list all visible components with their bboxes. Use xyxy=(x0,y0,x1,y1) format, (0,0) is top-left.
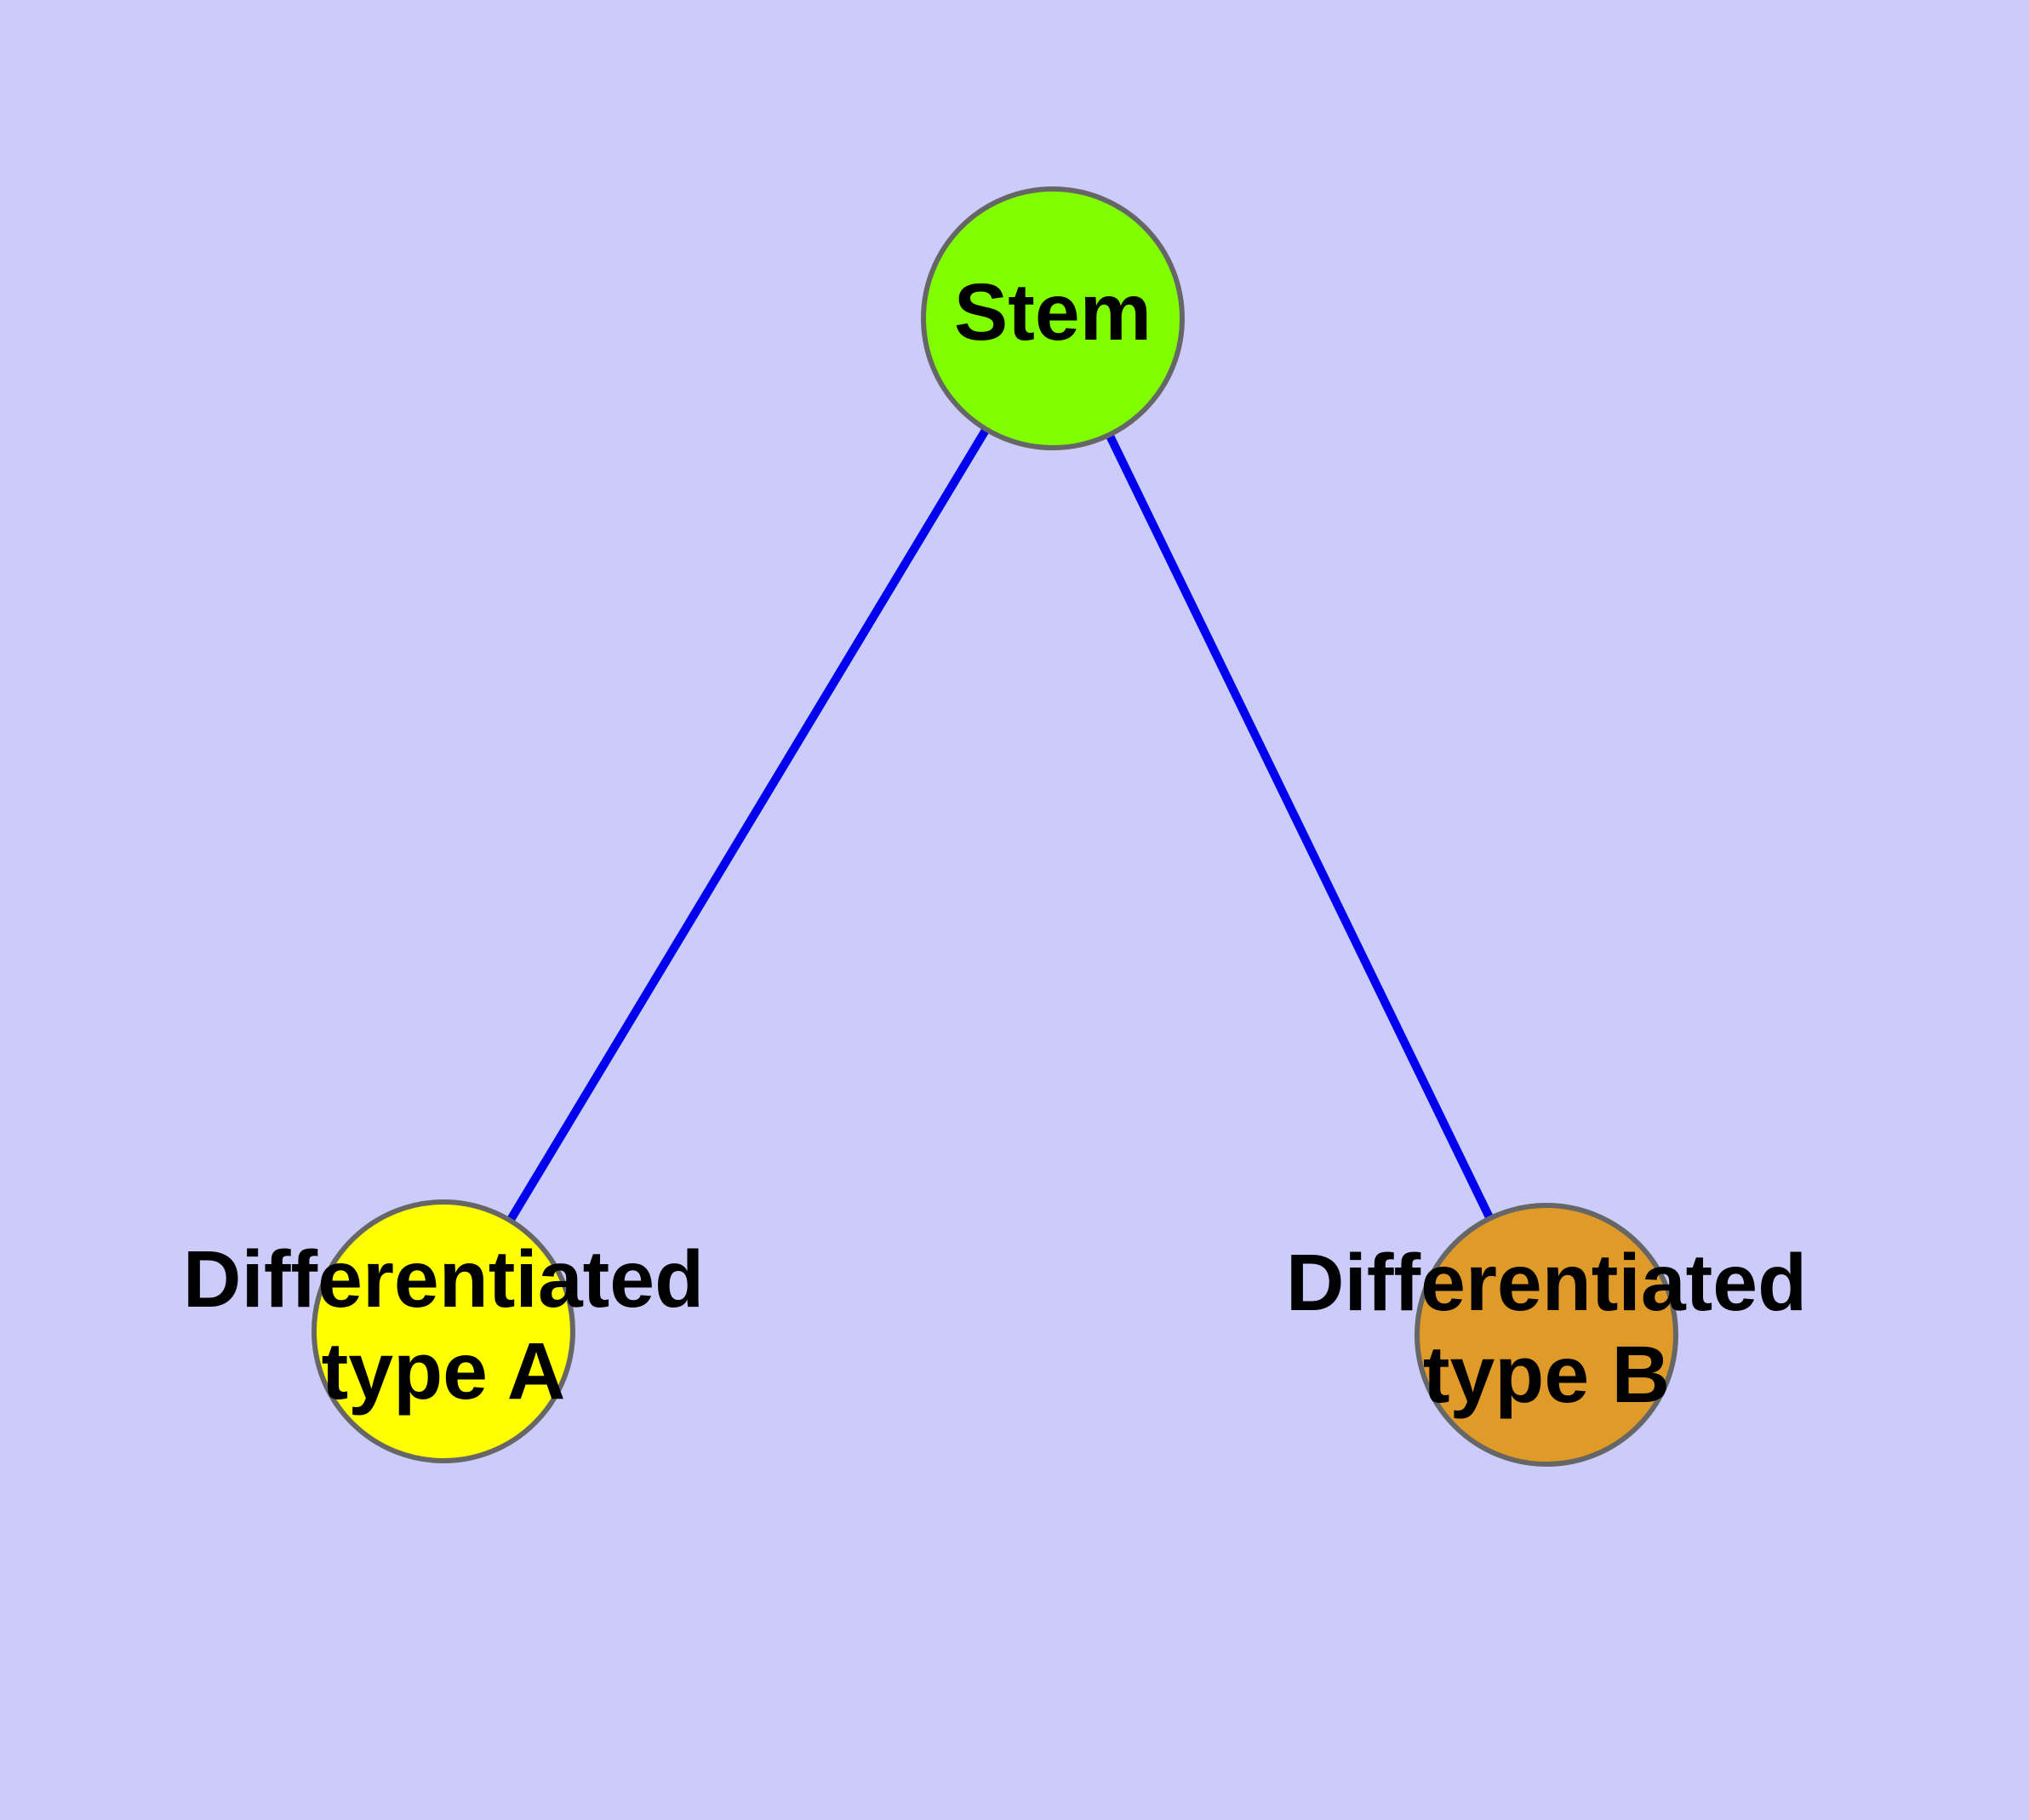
node-label-line: type A xyxy=(322,1326,566,1417)
node-circle-stem[interactable] xyxy=(921,186,1185,450)
node-label-line: type B xyxy=(1423,1330,1670,1420)
node-label-line: Differentiated xyxy=(183,1234,704,1325)
graph-edge[interactable] xyxy=(1049,316,1551,1337)
node-circle-diff_a[interactable] xyxy=(311,1199,575,1463)
graph-node-stem[interactable]: Stem xyxy=(921,186,1185,450)
graph-edge[interactable] xyxy=(439,316,1057,1334)
node-label-line: Differentiated xyxy=(1286,1238,1807,1328)
node-label-line: Stem xyxy=(954,267,1152,358)
edges-layer xyxy=(439,316,1551,1337)
node-label-stem: Stem xyxy=(954,267,1152,358)
node-circle-diff_b[interactable] xyxy=(1415,1203,1678,1467)
